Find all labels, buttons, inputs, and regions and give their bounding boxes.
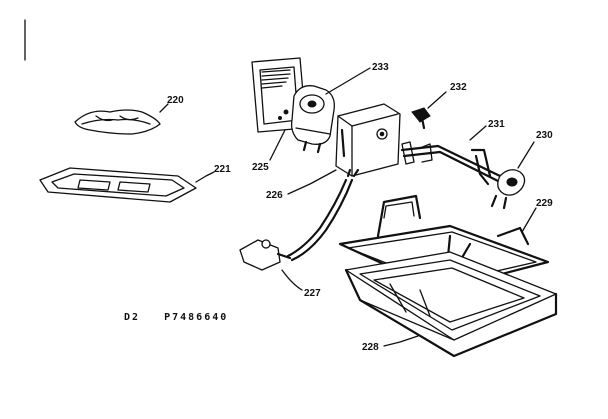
part-number-228: 228 [362,342,379,353]
part-233-motor [290,85,335,154]
leader-226 [287,169,337,195]
part-228-pan [344,251,558,358]
leader-233 [325,67,371,95]
model-code: D2 P7486640 [124,312,228,323]
leader-225 [269,129,286,161]
leader-221 [195,171,215,183]
part-number-220: 220 [167,95,184,106]
part-230-clamp [490,169,526,210]
part-227-cord [239,168,360,271]
part-number-233: 233 [372,62,389,73]
part-number-226: 226 [266,190,283,201]
part-number-229: 229 [536,198,553,209]
leader-232 [427,91,447,109]
part-number-225: 225 [252,162,269,173]
part-number-230: 230 [536,130,553,141]
part-232-screw [411,107,431,130]
leader-220 [159,103,169,113]
leader-227 [281,269,303,291]
part-231-rod [400,141,502,186]
part-220-cover [74,109,161,135]
part-number-232: 232 [450,82,467,93]
part-221-plate [39,167,197,203]
part-226-box [335,103,401,177]
part-number-221: 221 [214,164,231,175]
leader-229 [521,207,537,233]
leader-231 [469,125,487,141]
leader-228 [383,335,419,347]
leader-230 [517,141,535,169]
part-number-231: 231 [488,119,505,130]
part-number-227: 227 [304,288,321,299]
